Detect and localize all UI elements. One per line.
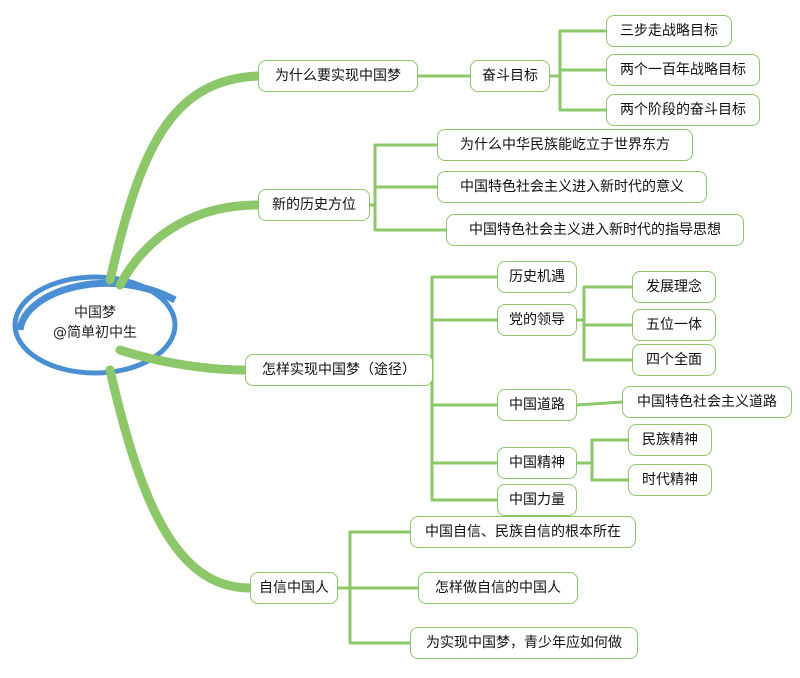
bracket-b3 — [430, 275, 499, 502]
node-national-spirit[interactable]: 民族精神 — [628, 424, 712, 456]
node-road[interactable]: 中国道路 — [497, 389, 577, 421]
node-two-century[interactable]: 两个一百年战略目标 — [606, 54, 760, 86]
node-how-confident[interactable]: 怎样做自信的中国人 — [418, 572, 578, 604]
node-stand-east[interactable]: 为什么中华民族能屹立于世界东方 — [437, 129, 693, 161]
node-youth[interactable]: 为实现中国梦，青少年应如何做 — [410, 627, 638, 659]
root-ellipse-swoosh — [16, 279, 177, 331]
bracket-party — [575, 285, 634, 362]
node-two-stage[interactable]: 两个阶段的奋斗目标 — [606, 94, 760, 126]
root-ellipse — [12, 274, 178, 376]
bracket-goal — [548, 29, 608, 112]
node-four-compre[interactable]: 四个全面 — [632, 344, 716, 376]
trunk-3 — [115, 345, 250, 375]
node-goal[interactable]: 奋斗目标 — [470, 60, 550, 92]
bracket-b4 — [336, 530, 420, 645]
node-new-era-meaning[interactable]: 中国特色社会主义进入新时代的意义 — [437, 171, 707, 203]
branch-confident[interactable]: 自信中国人 — [250, 572, 338, 604]
branch-position[interactable]: 新的历史方位 — [258, 189, 370, 221]
node-three-step[interactable]: 三步走战略目标 — [606, 15, 732, 47]
bracket-b2 — [368, 143, 448, 232]
node-power[interactable]: 中国力量 — [497, 484, 577, 516]
trunk-1 — [105, 71, 263, 285]
root-subtitle: @简单初中生 — [53, 325, 137, 341]
node-confidence-root[interactable]: 中国自信、民族自信的根本所在 — [410, 516, 636, 548]
node-era-spirit[interactable]: 时代精神 — [628, 464, 712, 496]
node-party[interactable]: 党的领导 — [497, 304, 577, 336]
branch-why[interactable]: 为什么要实现中国梦 — [258, 60, 418, 92]
node-socialist-road[interactable]: 中国特色社会主义道路 — [622, 386, 792, 418]
node-spirit[interactable]: 中国精神 — [497, 447, 577, 479]
root-node[interactable]: 中国梦 @简单初中生 — [20, 295, 170, 375]
node-development[interactable]: 发展理念 — [632, 271, 716, 303]
branch-how[interactable]: 怎样实现中国梦（途径） — [245, 354, 433, 386]
trunk-2 — [115, 200, 263, 290]
bracket-spirit — [575, 438, 630, 482]
node-opportunity[interactable]: 历史机遇 — [497, 261, 577, 293]
trunk-4 — [105, 365, 255, 593]
root-title: 中国梦 — [74, 305, 116, 321]
node-five-in-one[interactable]: 五位一体 — [632, 309, 716, 341]
link-road — [575, 400, 624, 407]
node-new-era-thought[interactable]: 中国特色社会主义进入新时代的指导思想 — [446, 214, 744, 246]
